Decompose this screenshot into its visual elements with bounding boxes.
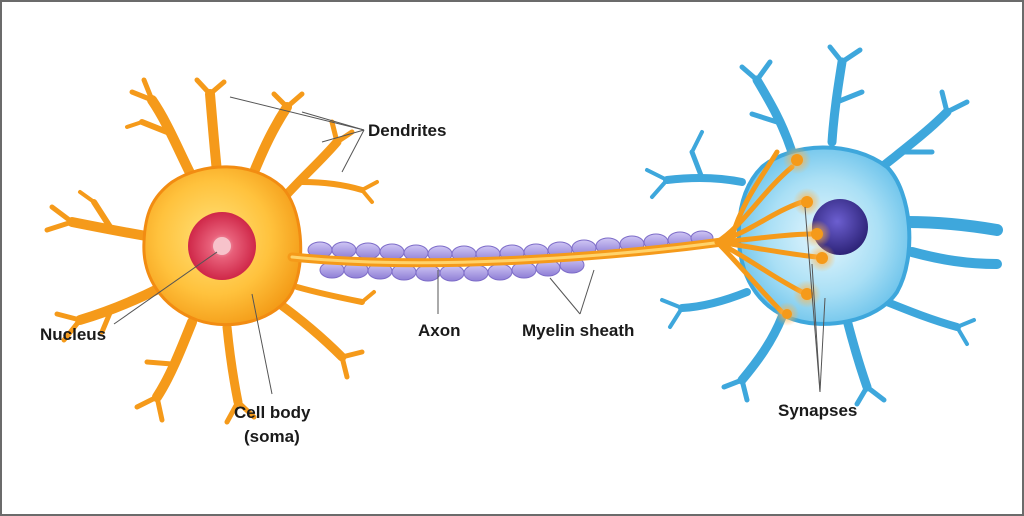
label-synapses: Synapses [778,401,857,420]
label-myelin-sheath: Myelin sheath [522,321,634,340]
label-cell-body: Cell body [234,403,311,422]
myelin-sheath [307,230,714,282]
dendrites-right [645,44,1003,407]
label-nucleus: Nucleus [40,325,106,344]
source-neuron [44,77,379,425]
label-soma: (soma) [244,427,300,446]
label-axon: Axon [418,321,461,340]
leader-lines [113,96,826,395]
label-dendrites: Dendrites [368,121,446,140]
axon-group [287,230,727,282]
